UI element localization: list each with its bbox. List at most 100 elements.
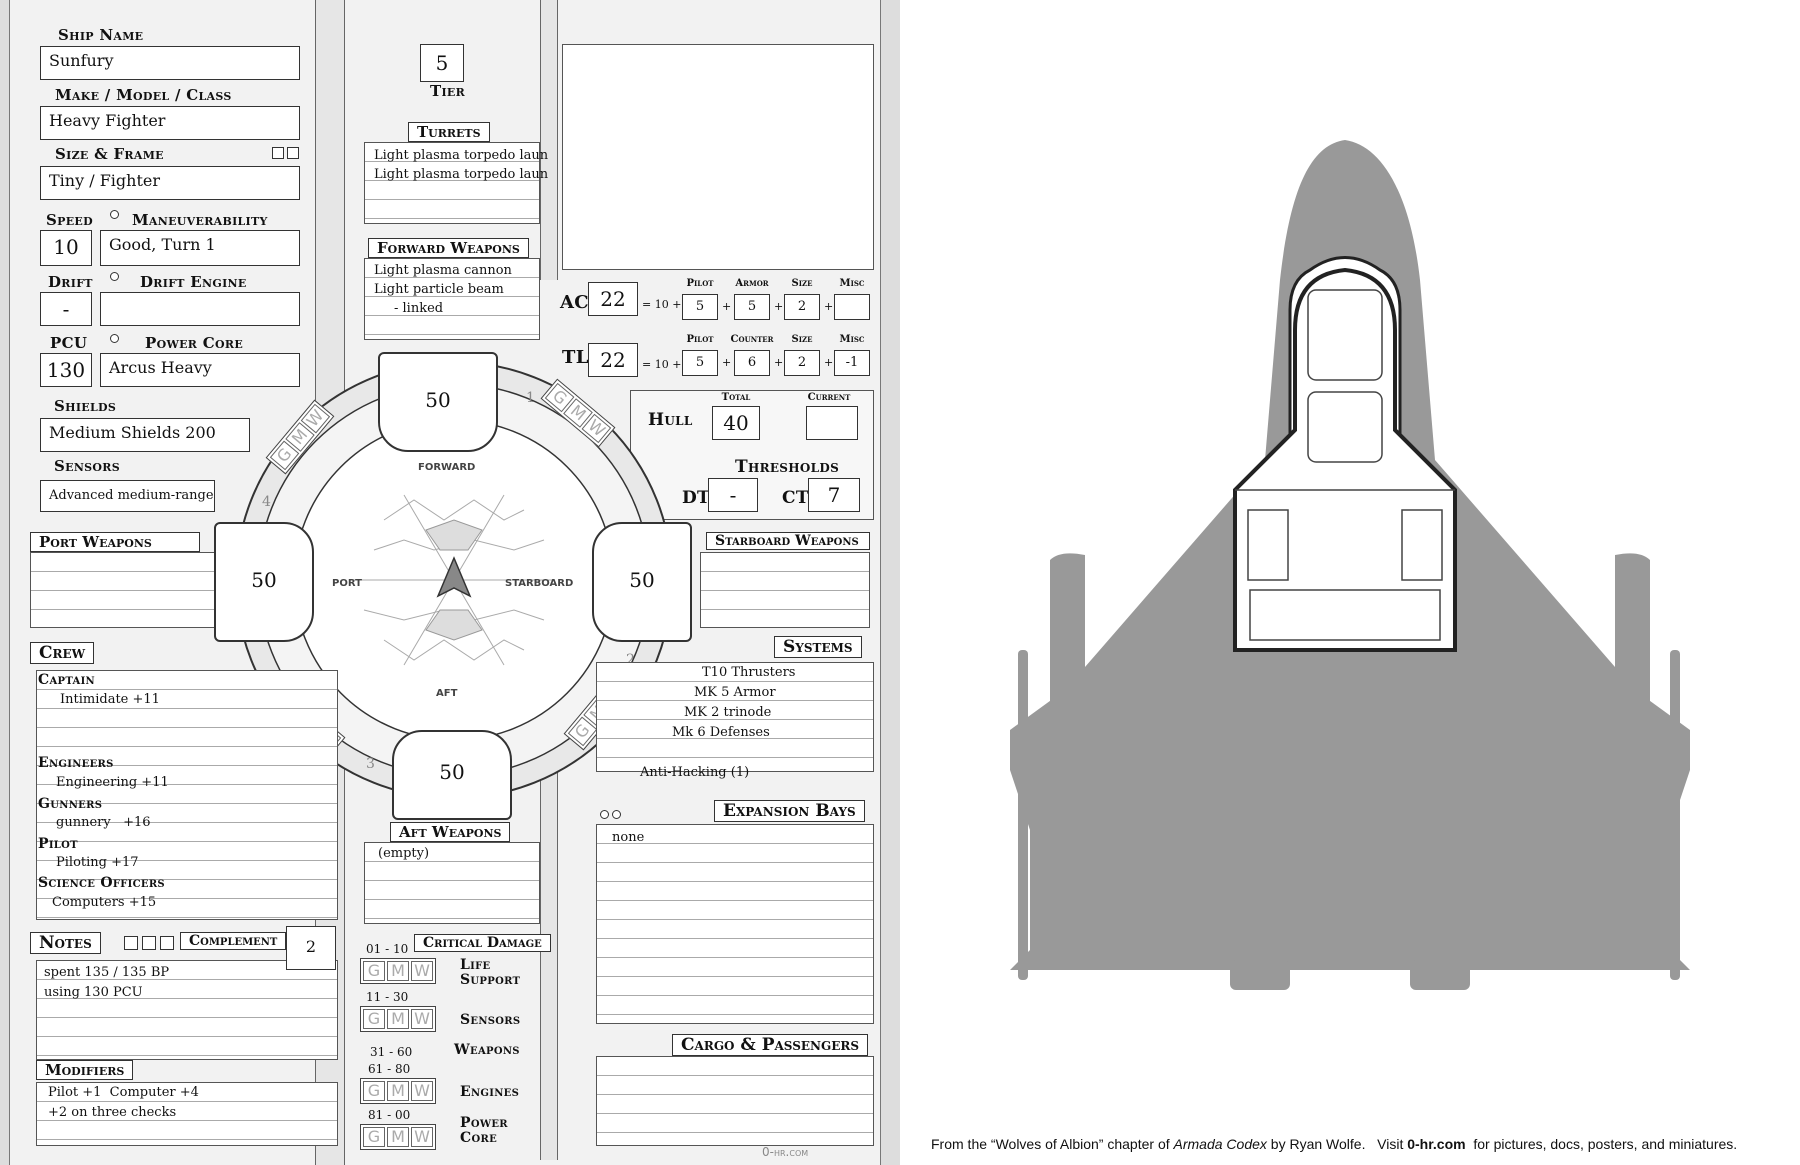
maneuverability-label: Maneuverability	[132, 211, 268, 229]
ac-label: AC	[560, 292, 589, 313]
ac-misc[interactable]	[834, 294, 870, 320]
ac-field[interactable]: 22	[588, 282, 638, 316]
modifiers-line[interactable]: +2 on three checks	[48, 1105, 177, 1120]
gmw-g[interactable]: G	[363, 1081, 385, 1101]
ship-name-field[interactable]: Sunfury	[40, 46, 300, 80]
checkbox[interactable]	[142, 936, 156, 950]
critical-system: Life Support	[460, 957, 521, 988]
modifiers-line[interactable]: Pilot +1 Computer +4	[48, 1085, 199, 1100]
drift-engine-field[interactable]	[100, 292, 300, 326]
ct-field[interactable]: 7	[808, 478, 860, 512]
tl-size[interactable]: 2	[784, 350, 820, 376]
gmw-w[interactable]: W	[411, 1081, 433, 1101]
checkbox[interactable]	[160, 936, 174, 950]
complement-field[interactable]: 2	[286, 926, 336, 970]
gmw-g[interactable]: G	[363, 1009, 385, 1029]
hull-total-label: Total	[721, 392, 751, 403]
forward-shield-field[interactable]: 50	[378, 352, 498, 452]
port-weapons-title: Port Weapons	[30, 532, 200, 552]
tl-field[interactable]: 22	[588, 343, 638, 377]
expansion-bay-entry[interactable]: none	[612, 830, 645, 845]
maneuverability-field[interactable]: Good, Turn 1	[100, 230, 300, 266]
forward-weapon-entry[interactable]: Light particle beam	[374, 282, 504, 297]
gmw-m[interactable]: M	[387, 961, 409, 981]
circle-marker	[110, 272, 119, 281]
ship-silhouette-image	[1010, 140, 1690, 990]
system-entry[interactable]: T10 Thrusters	[702, 665, 796, 680]
crew-role: Science Officers	[38, 875, 165, 891]
system-entry[interactable]: Mk 6 Defenses	[672, 725, 770, 740]
hull-current-field[interactable]	[806, 406, 858, 440]
ac-size[interactable]: 2	[784, 294, 820, 320]
frame-rail	[540, 0, 558, 280]
caption-site-link[interactable]: 0-hr.com	[1407, 1136, 1466, 1152]
cargo-title: Cargo & Passengers	[672, 1034, 869, 1056]
sensors-label: Sensors	[54, 457, 120, 475]
aft-arc-label: Aft	[436, 688, 458, 699]
crew-detail[interactable]: Computers +15	[52, 895, 157, 910]
circle-marker	[612, 810, 621, 819]
tl-pilot[interactable]: 5	[682, 350, 718, 376]
size-field[interactable]: Tiny / Fighter	[40, 166, 300, 200]
sensors-field[interactable]: Advanced medium-range	[40, 480, 215, 512]
systems-panel	[596, 662, 874, 772]
notes-line[interactable]: using 130 PCU	[44, 985, 143, 1000]
system-entry[interactable]: MK 2 trinode	[684, 705, 772, 720]
frame-edge	[880, 0, 900, 1165]
dt-field[interactable]: -	[708, 478, 758, 512]
tl-misc[interactable]: -1	[834, 350, 870, 376]
crew-detail[interactable]: Piloting +17	[56, 855, 139, 870]
shields-field[interactable]: Medium Shields 200	[40, 418, 250, 452]
gmw-g[interactable]: G	[363, 1127, 385, 1147]
caption-text: From the “Wolves of Albion” chapter of	[931, 1136, 1174, 1152]
starboard-shield-field[interactable]: 50	[592, 522, 692, 642]
drift-field[interactable]: -	[40, 292, 92, 326]
system-entry[interactable]: MK 5 Armor	[694, 685, 776, 700]
checkbox[interactable]	[287, 147, 299, 159]
frame-rail	[540, 770, 558, 1160]
size-label: Size & Frame	[55, 145, 164, 163]
gmw-w[interactable]: W	[411, 1009, 433, 1029]
turrets-panel	[364, 142, 540, 224]
thresholds-label: Thresholds	[735, 457, 840, 477]
forward-weapon-entry[interactable]: - linked	[394, 301, 444, 316]
crew-detail[interactable]: Engineering +11	[56, 775, 169, 790]
crew-detail[interactable]: gunnery +16	[56, 815, 151, 830]
power-core-field[interactable]: Arcus Heavy	[100, 353, 300, 387]
crew-detail[interactable]: Intimidate +11	[60, 692, 160, 707]
gmw-g[interactable]: G	[363, 961, 385, 981]
ac-armor[interactable]: 5	[734, 294, 770, 320]
notes-line[interactable]: spent 135 / 135 BP	[44, 965, 170, 980]
tl-counter[interactable]: 6	[734, 350, 770, 376]
turret-entry[interactable]: Light plasma torpedo laun	[374, 148, 549, 163]
aft-shield-field[interactable]: 50	[392, 730, 512, 820]
gmw-m[interactable]: M	[387, 1081, 409, 1101]
starboard-weapons-panel	[700, 552, 870, 628]
make-field[interactable]: Heavy Fighter	[40, 106, 300, 140]
gmw-w[interactable]: W	[411, 1127, 433, 1147]
turret-entry[interactable]: Light plasma torpedo laun	[374, 167, 549, 182]
checkbox[interactable]	[124, 936, 138, 950]
ac-header: Size	[791, 278, 813, 289]
arc-number: 2	[626, 652, 635, 668]
forward-weapon-entry[interactable]: Light plasma cannon	[374, 263, 512, 278]
pcu-field[interactable]: 130	[40, 353, 92, 387]
crew-title: Crew	[30, 642, 95, 664]
hull-total-field[interactable]: 40	[712, 406, 760, 440]
gmw-m[interactable]: M	[387, 1127, 409, 1147]
checkbox[interactable]	[272, 147, 284, 159]
tl-header: Counter	[730, 334, 774, 345]
speed-field[interactable]: 10	[40, 230, 92, 266]
gmw-m[interactable]: M	[387, 1009, 409, 1029]
aft-weapon-entry[interactable]: (empty)	[378, 846, 430, 861]
tier-field[interactable]: 5	[420, 44, 464, 82]
gmw-w[interactable]: W	[411, 961, 433, 981]
port-shield-field[interactable]: 50	[214, 522, 314, 642]
ac-pilot[interactable]: 5	[682, 294, 718, 320]
system-entry[interactable]: Anti-Hacking (1)	[640, 765, 750, 780]
hull-current-label: Current	[807, 392, 851, 403]
